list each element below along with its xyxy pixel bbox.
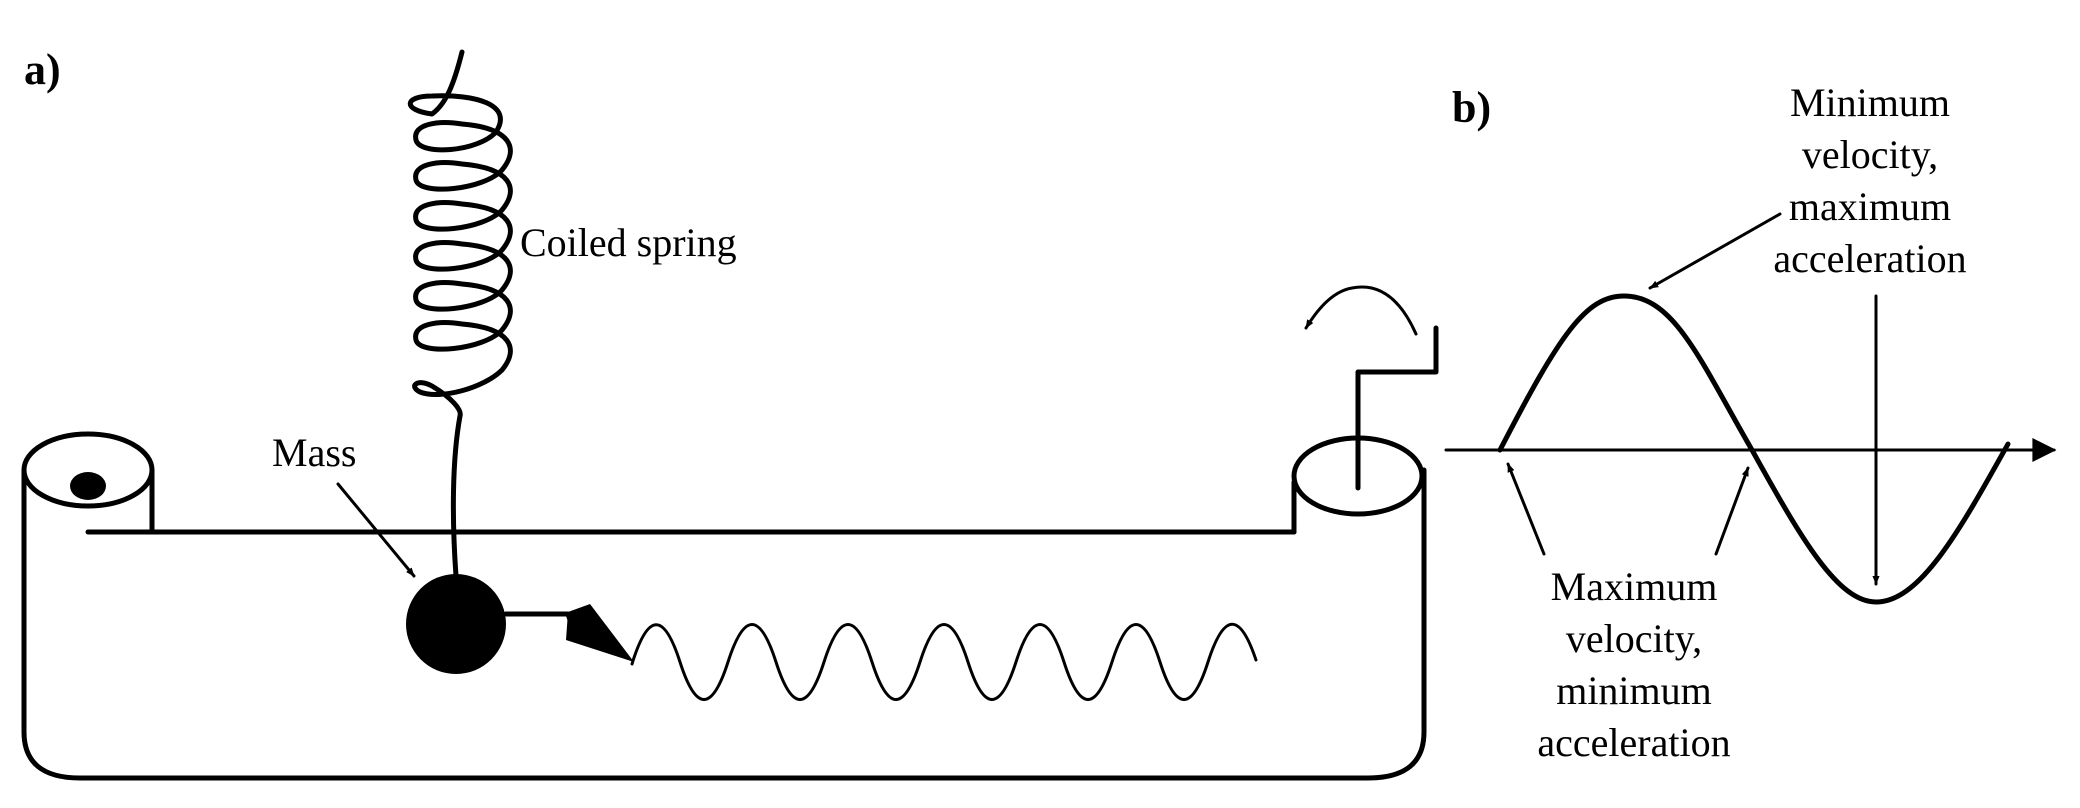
- coiled-spring: [407, 49, 513, 579]
- bottom-annotation-line-3: minimum: [1556, 668, 1712, 713]
- spring-label: Coiled spring: [520, 220, 737, 265]
- zero-crossing-arrow-left: [1506, 462, 1546, 556]
- bottom-annotation-line-2: velocity,: [1566, 616, 1702, 661]
- crank-handle: [1355, 325, 1439, 491]
- mass: [406, 574, 506, 674]
- max-acceleration-annotation: Minimum velocity, maximum acceleration: [1773, 80, 1966, 281]
- mass-label: Mass: [272, 430, 356, 475]
- left-roller-axle: [70, 472, 106, 500]
- paper-drum: [21, 431, 1427, 781]
- top-annotation-line-2: velocity,: [1802, 132, 1938, 177]
- bottom-annotation-line-1: Maximum: [1551, 564, 1718, 609]
- sine-wave: [1497, 293, 2011, 605]
- mass-pointer-arrow: [336, 482, 416, 578]
- peak-arrow: [1648, 212, 1782, 290]
- top-annotation-line-4: acceleration: [1773, 236, 1966, 281]
- stylus-pen: [503, 604, 634, 662]
- top-annotation-line-3: maximum: [1789, 184, 1951, 229]
- panel-b-label: b): [1452, 83, 1491, 132]
- panel-a-label: a): [24, 45, 61, 94]
- rotation-arrow: [1304, 285, 1418, 336]
- max-velocity-annotation: Maximum velocity, minimum acceleration: [1537, 564, 1730, 765]
- panel-a: a) Coiled spring Mass: [21, 45, 1439, 781]
- bottom-annotation-line-4: acceleration: [1537, 720, 1730, 765]
- left-roller: [21, 431, 155, 509]
- zero-crossing-arrow-right: [1714, 466, 1750, 556]
- seismogram-trace: [630, 622, 1258, 701]
- top-annotation-line-1: Minimum: [1790, 80, 1950, 125]
- panel-b: b) Minimum velocity, maximum acceleratio…: [1444, 80, 2057, 765]
